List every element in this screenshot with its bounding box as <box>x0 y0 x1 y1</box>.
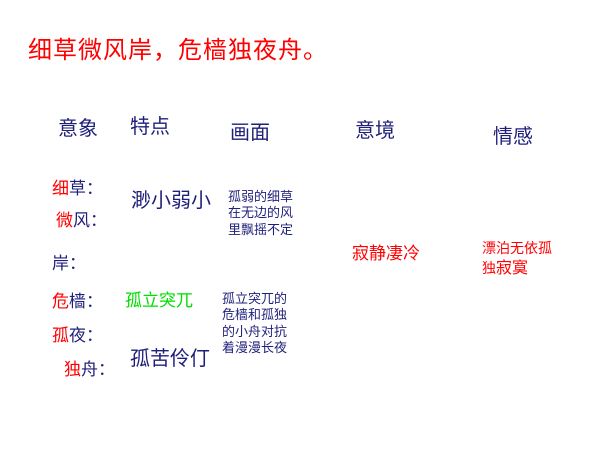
picture-2-line: 的小舟对抗 <box>222 324 288 340</box>
trait-forlorn: 孤苦伶仃 <box>130 346 210 370</box>
imagery-lonely-night: 孤夜： <box>52 326 103 346</box>
mood-text: 寂静凄冷 <box>352 244 420 264</box>
header-trait: 特点 <box>130 114 170 138</box>
trait-tiny-weak: 渺小弱小 <box>131 188 211 212</box>
picture-1-line: 在无边的风 <box>228 206 294 222</box>
picture-description-2: 孤立突兀的 危樯和孤独 的小舟对抗 着漫漫长夜 <box>222 292 307 357</box>
imagery-shore: 岸： <box>52 254 86 274</box>
picture-1-line: 里飘摇不定 <box>228 222 294 238</box>
picture-1-line: 孤弱的细草 <box>228 190 294 205</box>
emotion-text: 漂泊无依孤 独寂寞 <box>482 241 552 278</box>
header-mood: 意境 <box>355 118 395 142</box>
header-imagery: 意象 <box>58 116 98 140</box>
picture-2-line: 危樯和孤独 <box>222 308 288 324</box>
header-picture: 画面 <box>230 120 270 144</box>
trait-isolated: 孤立突兀 <box>125 291 193 311</box>
imagery-tall-mast: 危樯： <box>52 292 103 312</box>
imagery-thin-grass: 细草： <box>52 179 103 199</box>
picture-2-line: 着漫漫长夜 <box>222 340 288 356</box>
imagery-lonely-boat: 独舟： <box>64 360 115 380</box>
picture-description-1: 孤弱的细草 在无边的风 里飘摇不定 <box>228 190 308 239</box>
picture-2-line: 孤立突兀的 <box>222 292 288 307</box>
imagery-breeze: 微风： <box>56 211 107 231</box>
header-emotion: 情感 <box>493 124 533 148</box>
slide-title: 细草微风岸，危樯独夜舟。 <box>28 36 328 64</box>
